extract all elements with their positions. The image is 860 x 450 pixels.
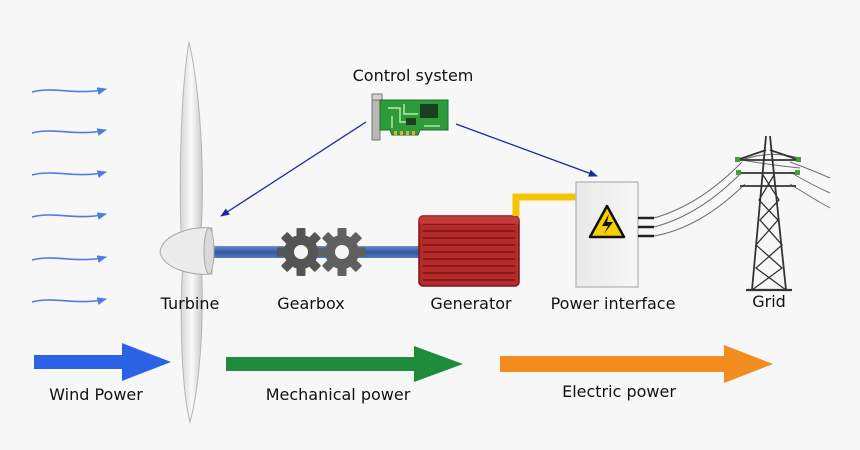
turbine-rotor: [159, 41, 215, 424]
high-voltage-icon: [588, 204, 626, 239]
transmission-lines: [653, 154, 831, 237]
generator-label: Generator: [430, 294, 512, 313]
gearbox-label: Gearbox: [277, 294, 345, 313]
wind-arrow: [31, 297, 107, 305]
wind-arrow: [31, 128, 107, 136]
wind-arrow: [31, 212, 107, 220]
turbine-hub-ring: [203, 227, 215, 275]
wind-arrow: [31, 255, 107, 263]
wind-power-label: Wind Power: [49, 385, 143, 404]
turbine-nose-cone: [159, 227, 213, 275]
output-terminals: [638, 216, 654, 238]
mechanical-power-arrow: [226, 346, 463, 382]
power-interface-label: Power interface: [550, 294, 676, 313]
electric-power-arrow: [500, 345, 773, 383]
wind-stream-arrows: [31, 87, 107, 305]
turbine-label: Turbine: [160, 294, 220, 313]
control-arrow-to-turbine: [220, 121, 367, 217]
circuit-board-icon: [371, 93, 449, 141]
turbine-blade-lower: [180, 261, 203, 424]
power-interface-cabinet: [575, 181, 639, 288]
control-system-label: Control system: [352, 66, 474, 85]
transmission-tower-icon: [735, 135, 801, 292]
gear-icon: [277, 228, 366, 276]
wind-power-arrow: [34, 343, 171, 381]
power-cable: [512, 193, 578, 216]
mechanical-power-label: Mechanical power: [265, 385, 411, 404]
turbine-blade-upper: [179, 41, 203, 233]
electric-power-label: Electric power: [562, 382, 676, 401]
wind-arrow: [31, 87, 107, 95]
grid-label: Grid: [752, 292, 786, 311]
wind-arrow: [31, 170, 107, 178]
control-arrow-to-power-interface: [455, 123, 598, 177]
generator-block: [418, 215, 520, 287]
